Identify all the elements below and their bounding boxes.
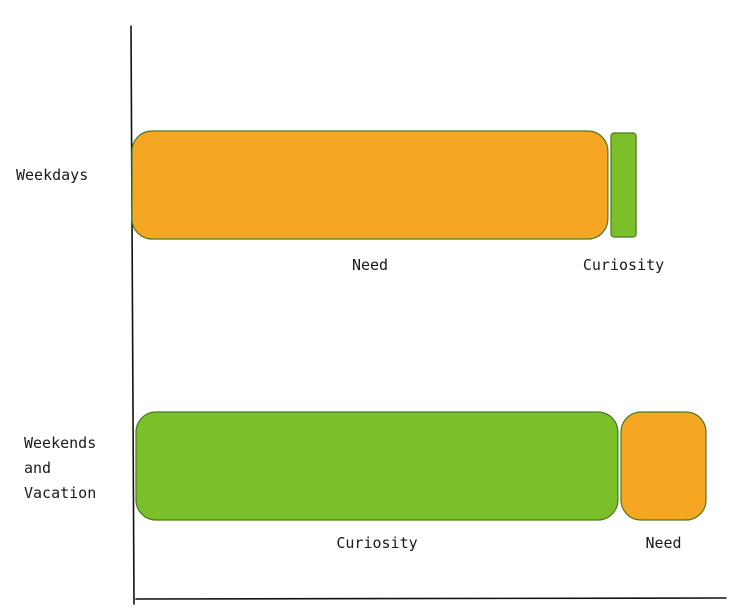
y-axis xyxy=(130,25,135,605)
segment-label: Curiosity xyxy=(583,256,664,274)
x-axis xyxy=(135,597,727,600)
segment-label: Curiosity xyxy=(336,534,417,552)
bar-segment xyxy=(131,130,609,240)
bar-segment xyxy=(610,132,637,238)
segment-label: Need xyxy=(352,256,388,274)
category-label: Weekdays xyxy=(16,166,88,184)
bar-segment xyxy=(620,411,707,521)
segment-label: Need xyxy=(645,534,681,552)
bar-segment xyxy=(135,411,619,521)
